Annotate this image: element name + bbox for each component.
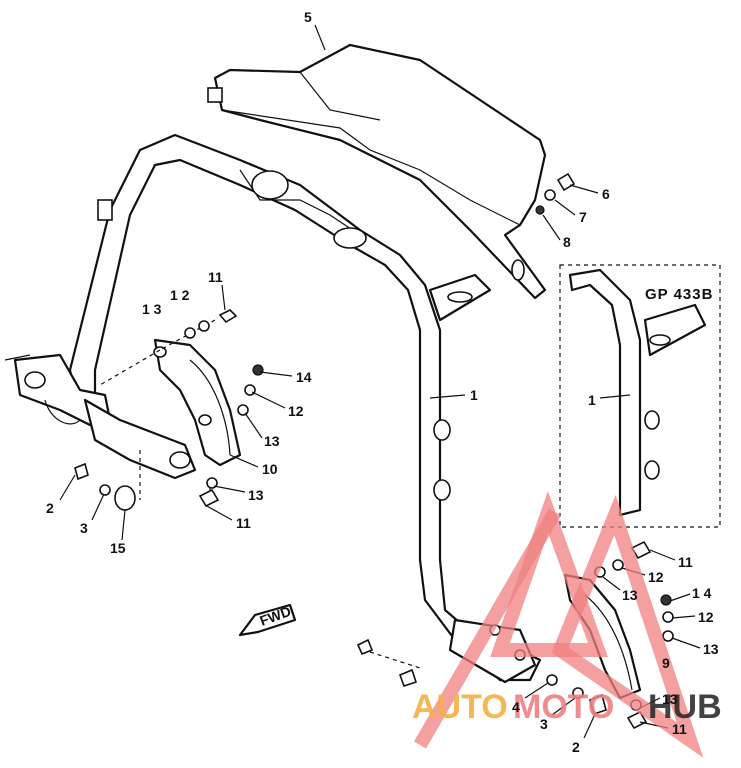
callout-label: 10 (262, 461, 278, 477)
callout-label: 7 (579, 209, 587, 225)
watermark-text-hub: HUB (648, 688, 722, 726)
callout-label: 1 4 (692, 585, 712, 601)
callout-label: 6 (602, 186, 610, 202)
callout-label: 13 (622, 587, 638, 603)
callout-label: 3 (80, 520, 88, 536)
variant-box (559, 264, 721, 528)
hardware-lower-middle (356, 638, 421, 688)
callout-label: 12 (288, 403, 304, 419)
watermark-logo: AUTO MOTO HUB (412, 491, 722, 758)
callout-label: 13 (264, 433, 280, 449)
callout-label: 2 (572, 739, 580, 755)
callout-label: 13 (248, 487, 264, 503)
callout-label: 15 (110, 540, 126, 556)
callout-label: 1 3 (142, 301, 162, 317)
callout-label: 11 (672, 721, 687, 737)
callout-label: 14 (296, 369, 312, 385)
callout-label: 5 (304, 9, 312, 25)
callout-label: 1 (588, 392, 596, 408)
callout-label: 1 (470, 387, 478, 403)
callout-label: 13 (703, 641, 719, 657)
cover-plate-part-5 (207, 43, 547, 300)
fwd-arrow: FWD (238, 603, 297, 637)
callout-label: 2 (46, 500, 54, 516)
callout-label: 11 (236, 515, 251, 531)
callout-labels: 5 6 7 8 11 1 2 1 3 14 12 13 10 13 11 2 3… (46, 9, 719, 755)
mounting-plate-part-10-left (153, 338, 242, 467)
callout-label: 1 2 (170, 287, 190, 303)
hardware-top-right (535, 172, 576, 215)
callout-label: 11 (208, 269, 223, 285)
callout-label: 4 (512, 699, 520, 715)
callout-leaders (59, 24, 701, 739)
callout-label: 12 (648, 569, 664, 585)
callout-label: 8 (563, 234, 571, 250)
callout-label: 12 (698, 609, 714, 625)
watermark-text-auto: AUTO (412, 688, 508, 726)
variant-label: GP 433B (645, 286, 713, 303)
callout-label: 9 (662, 655, 670, 671)
callout-label: 3 (540, 716, 548, 732)
hardware-left (74, 309, 264, 511)
watermark-text-moto: MOTO (513, 688, 614, 726)
callout-label: 13 (662, 691, 678, 707)
left-bracket (4, 353, 197, 480)
callout-label: 11 (678, 554, 693, 570)
